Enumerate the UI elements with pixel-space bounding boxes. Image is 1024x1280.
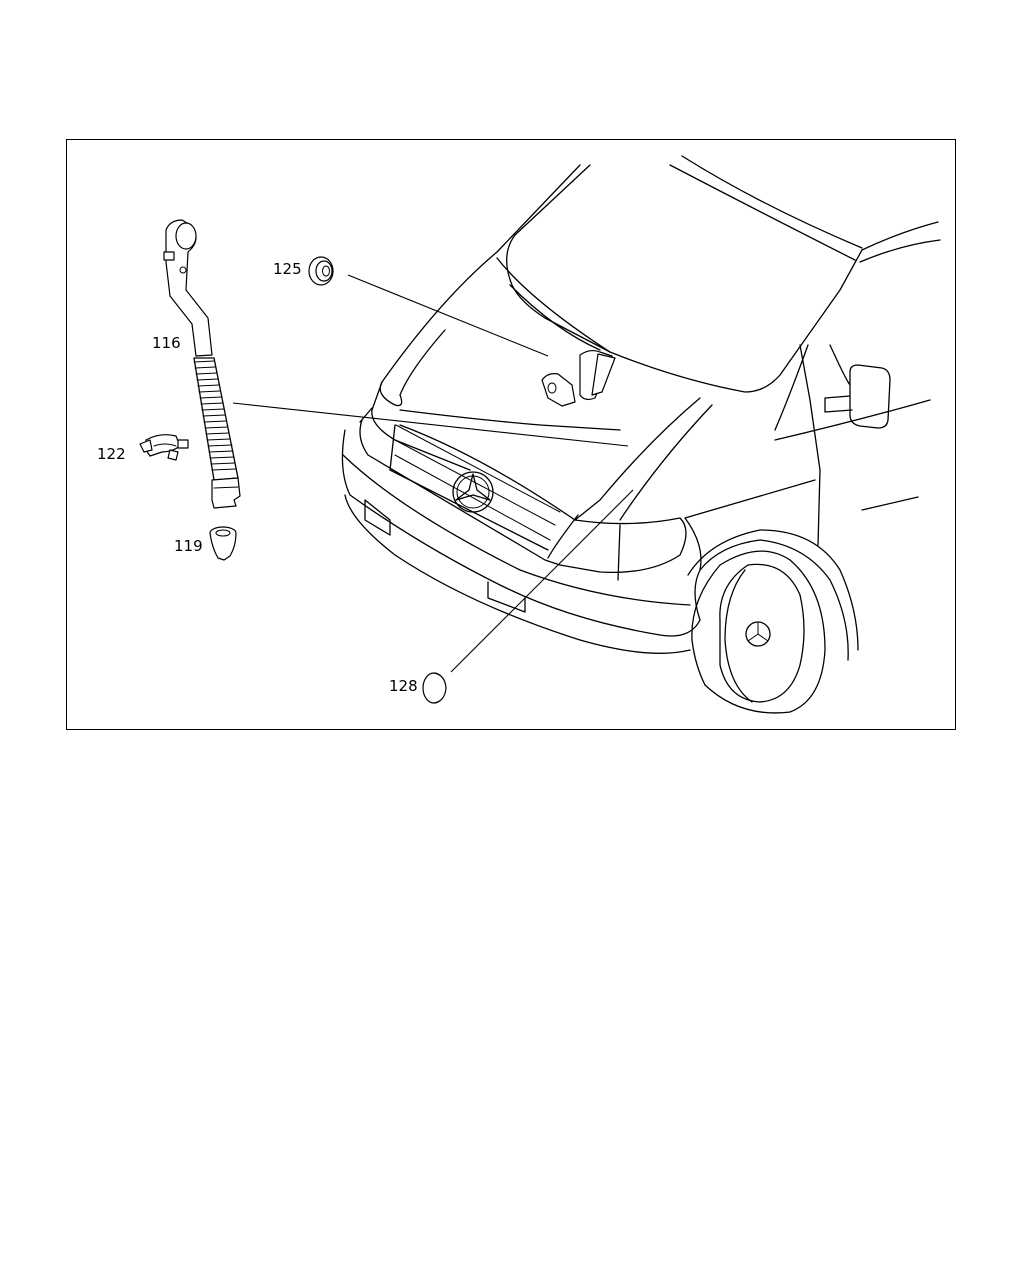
- diagram-frame: [66, 139, 956, 730]
- callout-125: 125: [273, 260, 302, 278]
- leader-lines: [232, 274, 634, 673]
- leader-116: [232, 402, 629, 447]
- callout-116: 116: [152, 334, 181, 352]
- grommet-125: [308, 256, 334, 286]
- plug-128: [422, 672, 447, 704]
- hose-holder: [541, 349, 616, 407]
- van-illustration: [341, 155, 941, 714]
- nozzle-119: [209, 526, 237, 561]
- leader-125: [347, 274, 549, 357]
- callout-122: 122: [97, 445, 126, 463]
- clip-122: [139, 434, 189, 461]
- callout-128: 128: [389, 677, 418, 695]
- leader-128: [450, 489, 634, 673]
- washer-hose-116: [163, 219, 241, 509]
- callout-119: 119: [174, 537, 203, 555]
